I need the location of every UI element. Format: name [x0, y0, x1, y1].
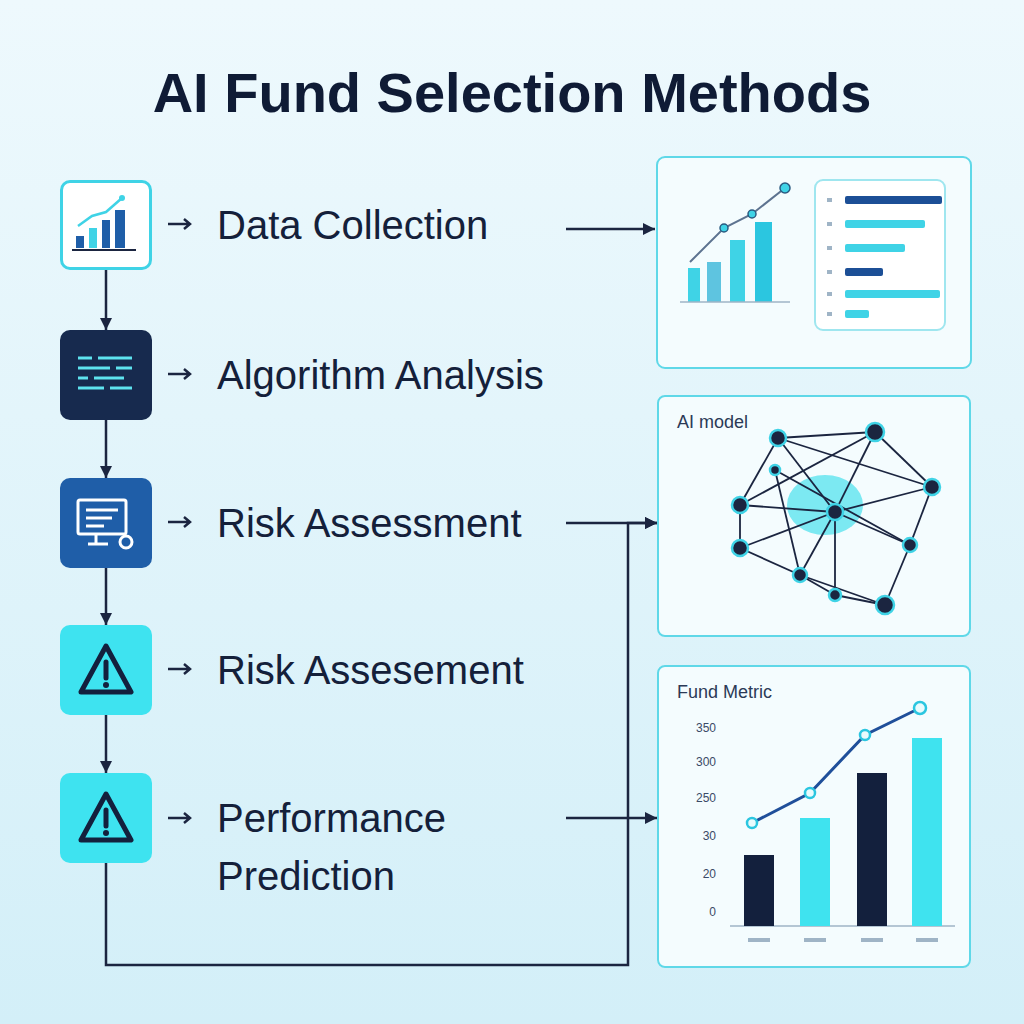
- chart-icon: [72, 195, 136, 250]
- network-illustration: [657, 395, 971, 637]
- flow-arrow: [566, 522, 657, 525]
- axis-label: 300: [664, 753, 716, 771]
- code-icon: [78, 358, 132, 388]
- step-label: Risk Assessment: [217, 494, 522, 552]
- axis-label: 350: [664, 719, 716, 737]
- warning-icon: [81, 794, 131, 840]
- document-icon: [78, 500, 132, 548]
- step-label: Algorithm Analysis: [217, 346, 544, 404]
- fund-metric-chart: [657, 665, 971, 968]
- axis-label: 30: [664, 827, 716, 845]
- warning-icon: [81, 646, 131, 692]
- chart-panel: AI model: [657, 395, 971, 637]
- step-label: Data Collection: [217, 196, 488, 254]
- flow-arrow: [105, 420, 108, 478]
- title: AI Fund Selection Methods: [0, 60, 1024, 125]
- step-label: Risk Assesement: [217, 641, 524, 699]
- flow-arrow: [105, 715, 108, 773]
- flow-arrow: [105, 568, 108, 625]
- step-icon-box: Performance Prediction: [60, 773, 152, 863]
- flow-arrow: [566, 817, 657, 820]
- axis-label: 0: [664, 903, 716, 921]
- panel-title: AI model: [677, 411, 748, 433]
- step-icon-box: Data Collection: [60, 180, 152, 270]
- axis-label: 20: [664, 865, 716, 883]
- leader-arrow: [566, 228, 655, 231]
- panel-title: Fund Metric: [677, 681, 772, 703]
- step-icon-box: Risk Assessment: [60, 478, 152, 568]
- step-icon-box: Risk Assesement: [60, 625, 152, 715]
- step-label: Performance Prediction: [217, 789, 517, 905]
- chart-panel: Fund Metric: [657, 665, 971, 968]
- flow-arrow: [106, 523, 657, 965]
- step-icon-box: Algorithm Analysis: [60, 330, 152, 420]
- bar-chart-panel: [657, 157, 971, 368]
- axis-label: 250: [664, 789, 716, 807]
- flow-arrow: [105, 270, 108, 330]
- step-arrows: [168, 219, 190, 823]
